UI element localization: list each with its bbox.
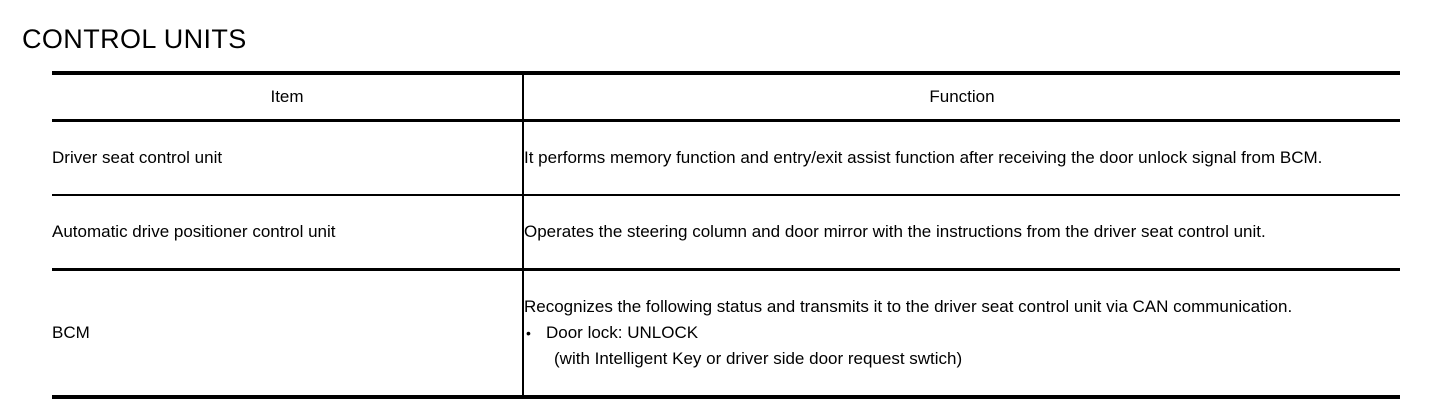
table-row: Automatic drive positioner control unit … — [52, 194, 1400, 270]
table-header-row: Item Function — [52, 71, 1400, 122]
control-units-table: Item Function Driver seat control unit I… — [52, 71, 1400, 399]
function-paragraph: Operates the steering column and door mi… — [524, 222, 1266, 241]
column-header-function: Function — [523, 71, 1400, 122]
bullet-text: Door lock: UNLOCK — [546, 323, 699, 342]
page-title: CONTROL UNITS — [22, 24, 247, 55]
cell-item: BCM — [52, 268, 524, 399]
column-header-item: Item — [52, 71, 524, 122]
table-row: BCM Recognizes the following status and … — [52, 268, 1400, 399]
table-row: Driver seat control unit It performs mem… — [52, 120, 1400, 196]
bullet-subtext: (with Intelligent Key or driver side doo… — [554, 349, 963, 368]
function-bullet-list: • Door lock: UNLOCK (with Intelligent Ke… — [524, 320, 1400, 372]
cell-function: Recognizes the following status and tran… — [523, 268, 1400, 399]
function-paragraph: Recognizes the following status and tran… — [524, 297, 1293, 316]
cell-item: Automatic drive positioner control unit — [52, 194, 524, 270]
bullet-point-icon: • — [526, 325, 531, 341]
cell-item: Driver seat control unit — [52, 120, 524, 195]
function-paragraph: It performs memory function and entry/ex… — [524, 148, 1323, 167]
cell-function: It performs memory function and entry/ex… — [523, 121, 1400, 196]
list-item: • Door lock: UNLOCK (with Intelligent Ke… — [524, 320, 1400, 372]
cell-function: Operates the steering column and door mi… — [523, 194, 1400, 270]
